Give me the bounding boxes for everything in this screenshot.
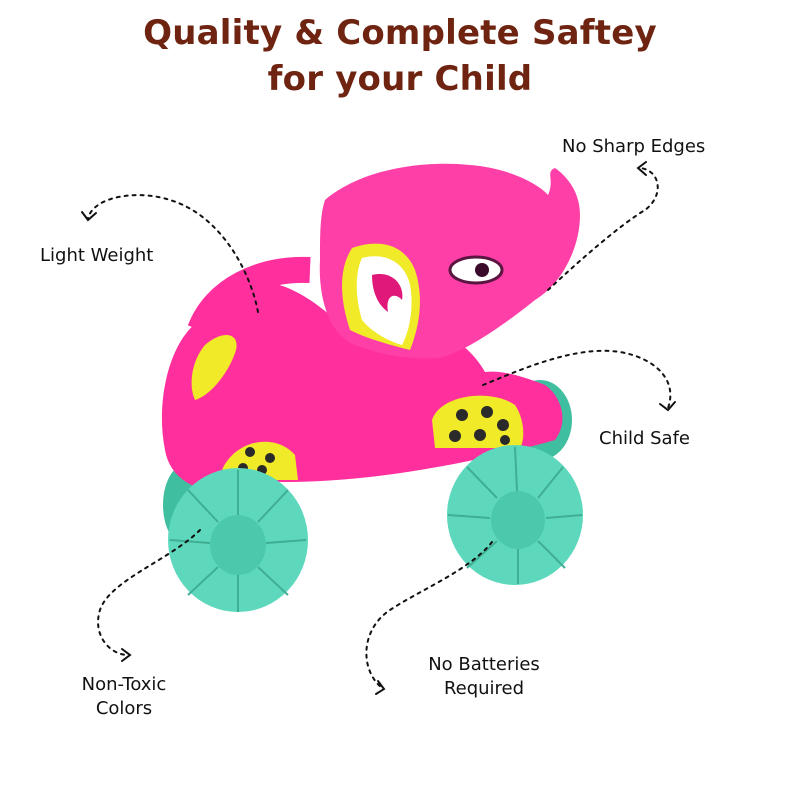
feature-no-batteries-required: No Batteries Required — [414, 653, 554, 701]
callout-line-child-safe — [482, 349, 672, 409]
front-wheel-left — [168, 468, 308, 612]
title-line-1: Quality & Complete Saftey — [143, 13, 657, 53]
callout-arrow-non-toxic — [121, 648, 132, 662]
callout-line-light-weight — [87, 194, 259, 313]
feature-child-safe: Child Safe — [599, 428, 690, 449]
non-toxic-line-1: Non-Toxic — [81, 674, 167, 695]
page-title: Quality & Complete Saftey for your Child — [0, 10, 800, 102]
title-line-2: for your Child — [267, 59, 533, 99]
callout-line-no-batteries — [365, 541, 493, 689]
toy-pupil — [475, 263, 489, 277]
feature-light-weight: Light Weight — [40, 245, 154, 266]
no-batteries-line-1: No Batteries — [428, 654, 540, 675]
toy-ear-mark — [372, 274, 403, 312]
callout-line-no-sharp-edges — [547, 167, 659, 291]
no-batteries-line-2: Required — [443, 678, 525, 699]
non-toxic-line-2: Colors — [95, 698, 153, 719]
feature-non-toxic-colors: Non-Toxic Colors — [64, 673, 184, 721]
toy-dots — [238, 406, 510, 475]
front-wheel-right — [447, 445, 583, 585]
toy-handle — [187, 256, 311, 336]
callout-arrow-no-batteries — [375, 680, 386, 695]
callout-line-non-toxic — [97, 529, 201, 656]
callout-arrow-child-safe — [659, 401, 676, 412]
feature-no-sharp-edges: No Sharp Edges — [562, 136, 706, 157]
callout-arrow-light-weight — [81, 211, 97, 222]
callout-arrow-no-sharp-edges — [636, 161, 647, 176]
toy-body-patch — [191, 334, 237, 400]
